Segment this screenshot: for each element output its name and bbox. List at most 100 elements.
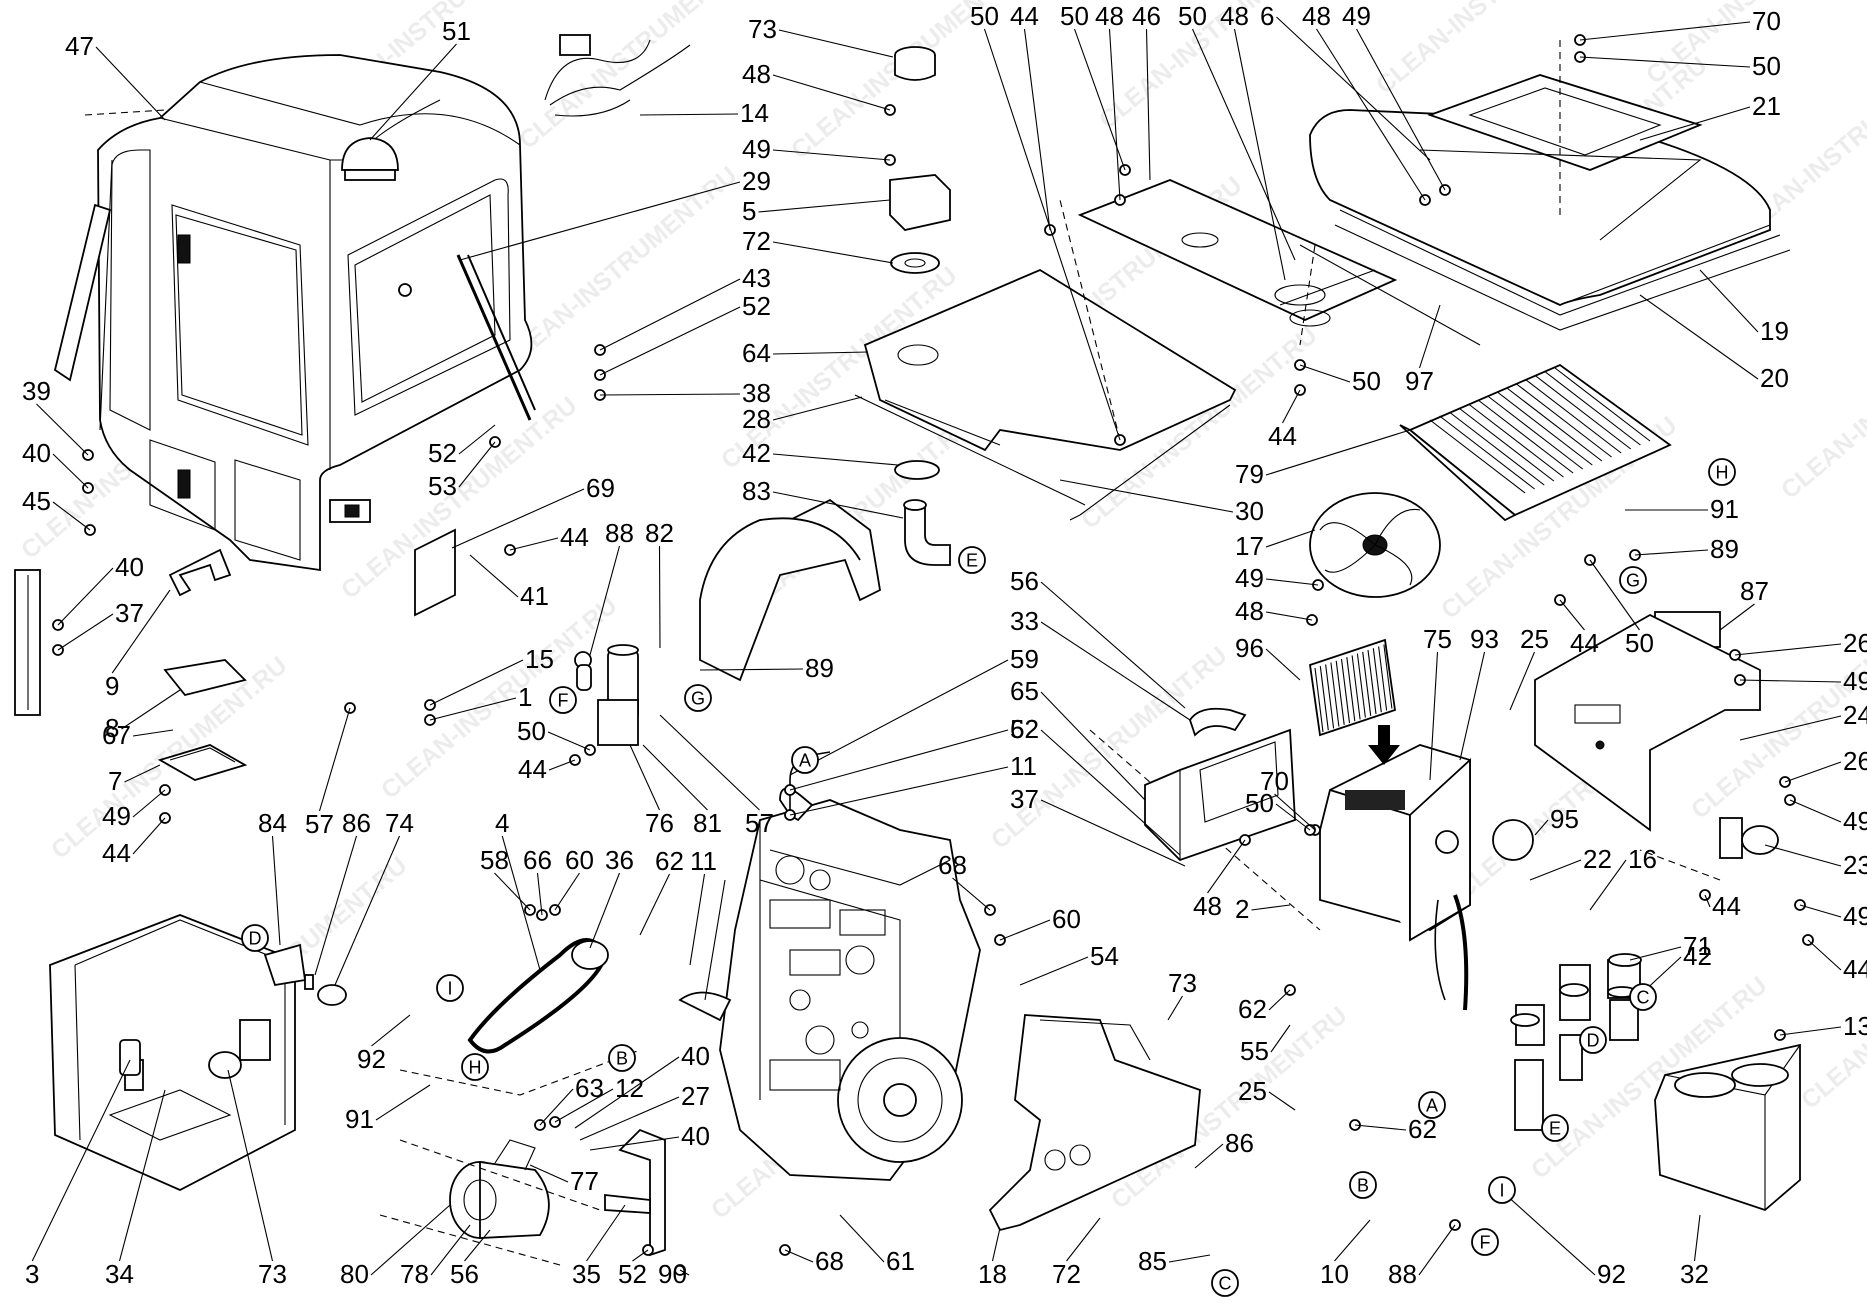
callout-leader <box>1268 1091 1296 1111</box>
connector-letter: B <box>1357 1176 1369 1196</box>
callout-leader <box>639 873 670 936</box>
part-number-label: 45 <box>22 486 51 516</box>
callout-leader <box>1207 839 1246 894</box>
part-number-label: 48 <box>1220 1 1249 31</box>
radiator-fin <box>1448 411 1545 486</box>
part-number-label: 40 <box>22 438 51 468</box>
part-number-label: 86 <box>342 808 371 838</box>
part-number-label: 44 <box>1010 1 1039 31</box>
callout-leader <box>1194 1143 1224 1169</box>
part-number-label: 50 <box>1060 1 1089 31</box>
part-number-label: 49 <box>1342 1 1371 31</box>
callout-leader <box>1265 429 1411 476</box>
part-number-label: 10 <box>1320 1259 1349 1289</box>
watermark-text: CLEAN-INSTRUMENT.RU <box>1776 291 1867 504</box>
part-number-label: 50 <box>1752 51 1781 81</box>
part-number-label: 48 <box>1235 596 1264 626</box>
part-number-label: 44 <box>1268 421 1297 451</box>
connector-marker: I <box>1488 1176 1516 1204</box>
connector-letter: G <box>1626 571 1640 591</box>
connector-marker: C <box>1211 1269 1239 1297</box>
callout-leader <box>599 393 741 396</box>
engine-block-part <box>769 899 831 929</box>
connector-marker: B <box>608 1044 636 1072</box>
callout-leader <box>539 1088 574 1126</box>
engine-fitting <box>809 869 831 891</box>
watermark-text: CLEAN-INSTRUMENT.RU <box>496 161 743 374</box>
part-number-label: 5 <box>742 196 756 226</box>
part-number-label: 25 <box>1520 624 1549 654</box>
part-number-label: 18 <box>978 1259 1007 1289</box>
part-number-label: 44 <box>1570 628 1599 658</box>
part-number-label: 33 <box>1010 606 1039 636</box>
part-number-label: 40 <box>115 552 144 582</box>
callout-leader <box>1494 1184 1596 1276</box>
callout-leader <box>554 1088 614 1123</box>
filter-pleat <box>1356 653 1366 718</box>
part-number-label: 57 <box>745 808 774 838</box>
part-number-label: 50 <box>1352 366 1381 396</box>
callout-leader <box>121 689 181 730</box>
filter-pleat <box>1378 646 1388 711</box>
part-number-label: 48 <box>1302 1 1331 31</box>
connector-marker: E <box>958 546 986 574</box>
part-number-label: 42 <box>1683 941 1712 971</box>
radiator-fin <box>1525 379 1622 454</box>
part-number-label: 51 <box>442 16 471 46</box>
cabin-filter <box>1309 638 1396 737</box>
callout-leader <box>1356 28 1446 191</box>
part-number-label: 87 <box>1740 576 1769 606</box>
part-number-label: 62 <box>1010 714 1039 744</box>
part-number-label: 69 <box>586 473 615 503</box>
part-number-label: 62 <box>1238 994 1267 1024</box>
callout-leader <box>369 43 457 141</box>
part-number-label: 49 <box>1235 563 1264 593</box>
cover-plate <box>1077 179 1398 327</box>
part-number-label: 40 <box>681 1121 710 1151</box>
callout-leader <box>991 1227 1001 1262</box>
callout-leader <box>554 872 580 911</box>
part-number-label: 12 <box>615 1073 644 1103</box>
part-number-label: 36 <box>605 845 634 875</box>
callout-leader <box>375 1084 431 1121</box>
callout-leader <box>629 744 661 811</box>
connector-letter: E <box>966 551 978 571</box>
connector-marker: I <box>436 974 464 1002</box>
callout-leader <box>547 731 591 751</box>
watermark-text: CLEAN-INSTRUMENT.RU <box>514 0 761 155</box>
part-number-label: 37 <box>115 598 144 628</box>
part-number-label: 16 <box>1628 844 1657 874</box>
part-number-label: 1 <box>518 682 532 712</box>
dashed-leaders <box>84 40 1721 1266</box>
part-number-label: 81 <box>693 808 722 838</box>
callout-leader <box>1509 651 1536 711</box>
part-number-label: 84 <box>258 808 287 838</box>
part-number-label: 24 <box>1843 700 1867 730</box>
filter-pleat <box>1340 658 1351 724</box>
part-number-label: 95 <box>1550 804 1579 834</box>
part-number-label: 65 <box>1010 676 1039 706</box>
callout-leader <box>464 1229 491 1262</box>
part-number-label: 13 <box>1843 1011 1867 1041</box>
part-number-label: 66 <box>523 845 552 875</box>
connector-circle <box>436 974 464 1002</box>
callout-leader <box>227 1069 274 1262</box>
callout-leader <box>789 659 1009 776</box>
callout-leader <box>772 149 891 161</box>
connector-circle <box>1418 1091 1446 1119</box>
filter-pleat <box>1383 644 1393 709</box>
callout-leader <box>1418 304 1441 369</box>
part-number-label: 49 <box>1843 666 1867 696</box>
part-number-label: 67 <box>102 720 131 750</box>
callout-leader <box>271 835 281 946</box>
connector-marker: G <box>1619 566 1647 594</box>
callout-leader <box>952 877 991 911</box>
part-number-label: 93 <box>1470 624 1499 654</box>
callout-leader <box>589 545 621 656</box>
clamp <box>1719 817 1779 859</box>
callout-leader <box>1629 946 1682 961</box>
part-number-label: 74 <box>385 808 414 838</box>
part-number-label: 70 <box>1260 766 1289 796</box>
part-number-label: 62 <box>1408 1114 1437 1144</box>
part-number-label: 46 <box>1132 1 1161 31</box>
